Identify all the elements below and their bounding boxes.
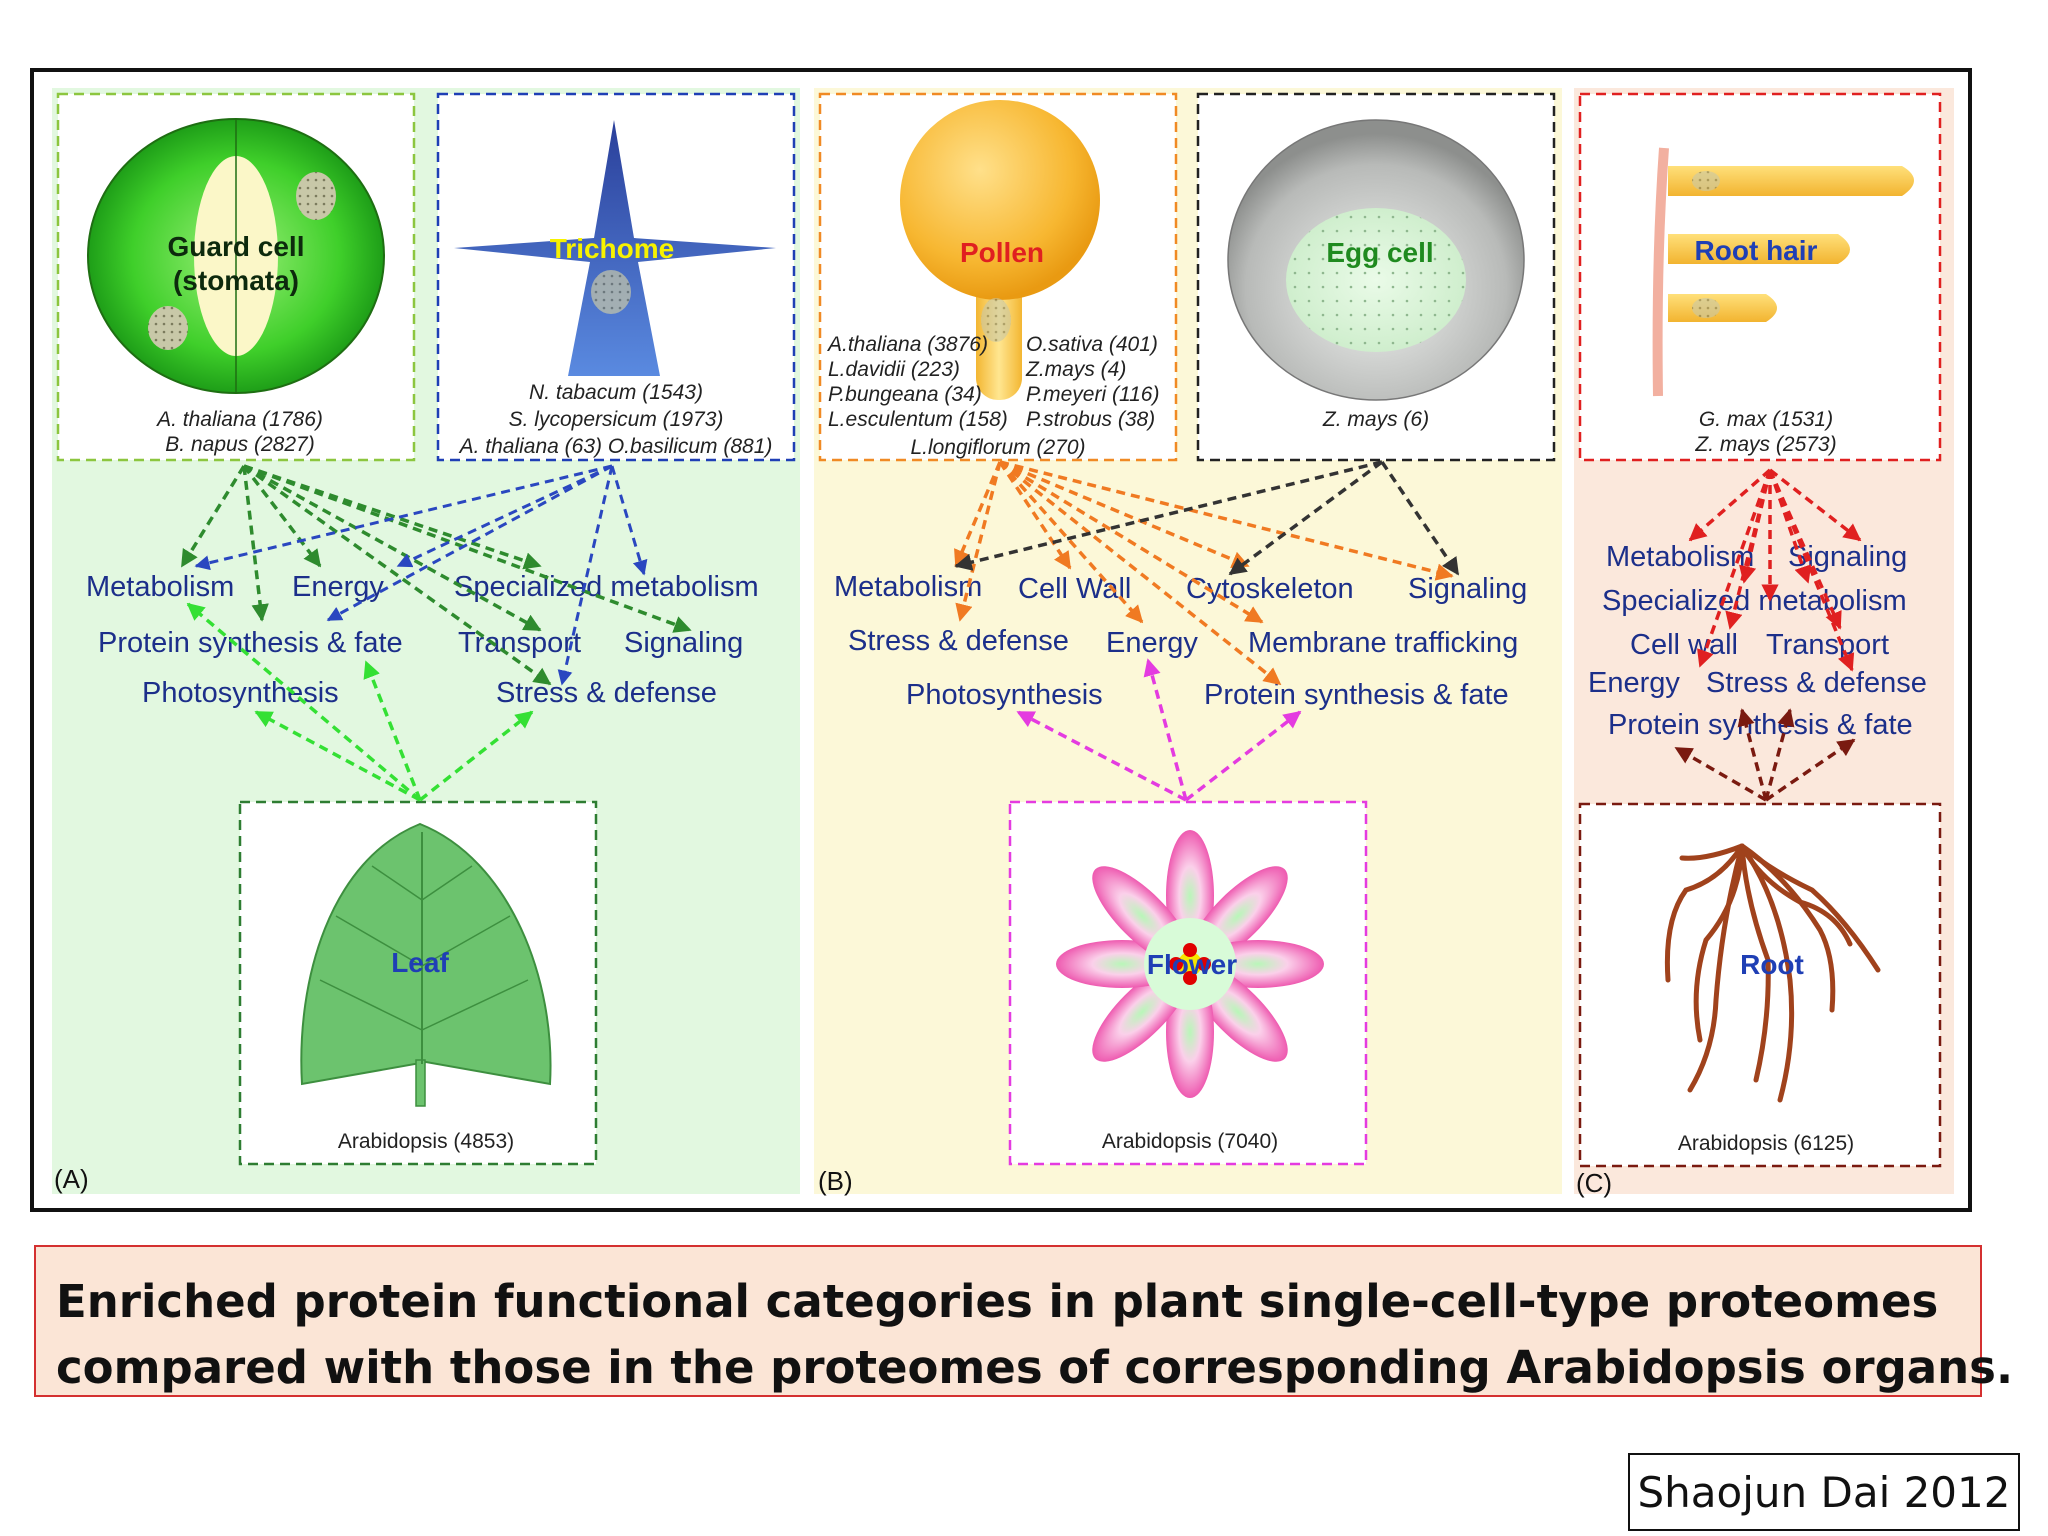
arrows-pollen — [954, 460, 1454, 686]
credit-text: Shaojun Dai 2012 — [1637, 1467, 2011, 1517]
pollen-icon — [900, 100, 1100, 400]
arrows-root — [1674, 708, 1856, 802]
flower-icon — [1056, 830, 1324, 1098]
arrows-root-hair — [1688, 468, 1862, 672]
cat-b-metabolism: Metabolism — [834, 571, 982, 603]
egg-cell-icon — [1227, 119, 1525, 401]
root-hair-species-1: G. max (1531) — [1699, 408, 1833, 431]
pollen-species-l4: L.esculentum (158) — [828, 408, 1008, 431]
cat-c-transport: Transport — [1766, 629, 1889, 661]
credit-box: Shaojun Dai 2012 — [1628, 1453, 2020, 1531]
cat-a-metabolism: Metabolism — [86, 571, 234, 603]
cat-b-stress-defense: Stress & defense — [848, 625, 1069, 657]
trichome-species-1: N. tabacum (1543) — [529, 381, 703, 404]
cat-a-stress-defense: Stress & defense — [496, 677, 717, 709]
root-hair-box — [1578, 92, 1942, 462]
arrows-egg-cell — [954, 460, 1460, 576]
leaf-icon — [300, 822, 552, 1107]
root-species: Arabidopsis (6125) — [1678, 1132, 1854, 1155]
guard-cell-species-2: B. napus (2827) — [165, 433, 314, 456]
pollen-species-r4: P.strobus (38) — [1026, 408, 1155, 431]
egg-cell-label: Egg cell — [1326, 237, 1433, 268]
pollen-species-l1: A.thaliana (3876) — [826, 333, 988, 356]
proteome-diagram: Guard cell (stomata) A. thaliana (1786) … — [30, 68, 1972, 1212]
panel-b-label: (B) — [818, 1166, 853, 1196]
pollen-species-l3: P.bungeana (34) — [828, 383, 982, 406]
guard-cell-icon — [87, 118, 385, 394]
cat-c-metabolism: Metabolism — [1606, 541, 1754, 573]
cat-a-protein-synthesis: Protein synthesis & fate — [98, 627, 403, 659]
root-box — [1578, 802, 1942, 1168]
cat-c-stress-defense: Stress & defense — [1706, 667, 1927, 699]
cat-a-signaling: Signaling — [624, 627, 743, 659]
cat-b-cytoskeleton: Cytoskeleton — [1186, 573, 1354, 605]
panel-a-label: (A) — [54, 1164, 89, 1194]
caption-box: Enriched protein functional categories i… — [34, 1245, 2013, 1397]
guard-cell-species-1: A. thaliana (1786) — [155, 408, 323, 431]
trichome-species-3: A. thaliana (63) O.basilicum (881) — [458, 435, 773, 458]
arrows-trichome — [194, 464, 648, 686]
guard-cell-label-line2: (stomata) — [173, 265, 299, 296]
arrows-guard-cell — [180, 464, 692, 686]
arrows-leaf — [186, 602, 534, 802]
cat-c-specialized-metabolism: Specialized metabolism — [1602, 585, 1907, 617]
flower-species: Arabidopsis (7040) — [1102, 1130, 1278, 1153]
cat-b-membrane-trafficking: Membrane trafficking — [1248, 627, 1518, 659]
leaf-label: Leaf — [391, 947, 449, 978]
arrows-flower — [1016, 658, 1302, 802]
trichome-label: Trichome — [550, 233, 674, 264]
cat-a-specialized-metabolism: Specialized metabolism — [454, 571, 759, 603]
caption-line-2: compared with those in the proteomes of … — [56, 1341, 2014, 1394]
pollen-species-bottom: L.longiflorum (270) — [910, 436, 1085, 459]
root-hair-label: Root hair — [1695, 235, 1818, 266]
leaf-species: Arabidopsis (4853) — [338, 1130, 514, 1153]
trichome-icon — [454, 120, 776, 376]
pollen-species-r2: Z.mays (4) — [1025, 358, 1126, 381]
root-hair-species-2: Z. mays (2573) — [1694, 433, 1836, 456]
root-hair-icon — [1652, 147, 1914, 397]
cat-c-energy: Energy — [1588, 667, 1680, 699]
cat-c-cell-wall: Cell wall — [1630, 629, 1738, 661]
flower-label: Flower — [1147, 949, 1237, 980]
cat-b-photosynthesis: Photosynthesis — [906, 679, 1103, 711]
cat-c-protein-synthesis: Protein synthesis & fate — [1608, 709, 1913, 741]
pollen-species-r3: P.meyeri (116) — [1026, 383, 1159, 406]
trichome-species-2: S. lycopersicum (1973) — [509, 408, 724, 431]
root-icon — [1664, 843, 1881, 1103]
panel-c-label: (C) — [1576, 1168, 1612, 1198]
cat-b-energy: Energy — [1106, 627, 1198, 659]
guard-cell-label-line1: Guard cell — [168, 231, 305, 262]
cat-b-signaling: Signaling — [1408, 573, 1527, 605]
cat-b-protein-synthesis: Protein synthesis & fate — [1204, 679, 1509, 711]
cat-a-photosynthesis: Photosynthesis — [142, 677, 339, 709]
pollen-species-r1: O.sativa (401) — [1026, 333, 1158, 356]
caption-line-1: Enriched protein functional categories i… — [56, 1275, 1939, 1328]
pollen-label: Pollen — [960, 237, 1044, 268]
egg-cell-species: Z. mays (6) — [1322, 408, 1429, 431]
root-label: Root — [1740, 949, 1804, 980]
pollen-species-l2: L.davidii (223) — [828, 358, 960, 381]
